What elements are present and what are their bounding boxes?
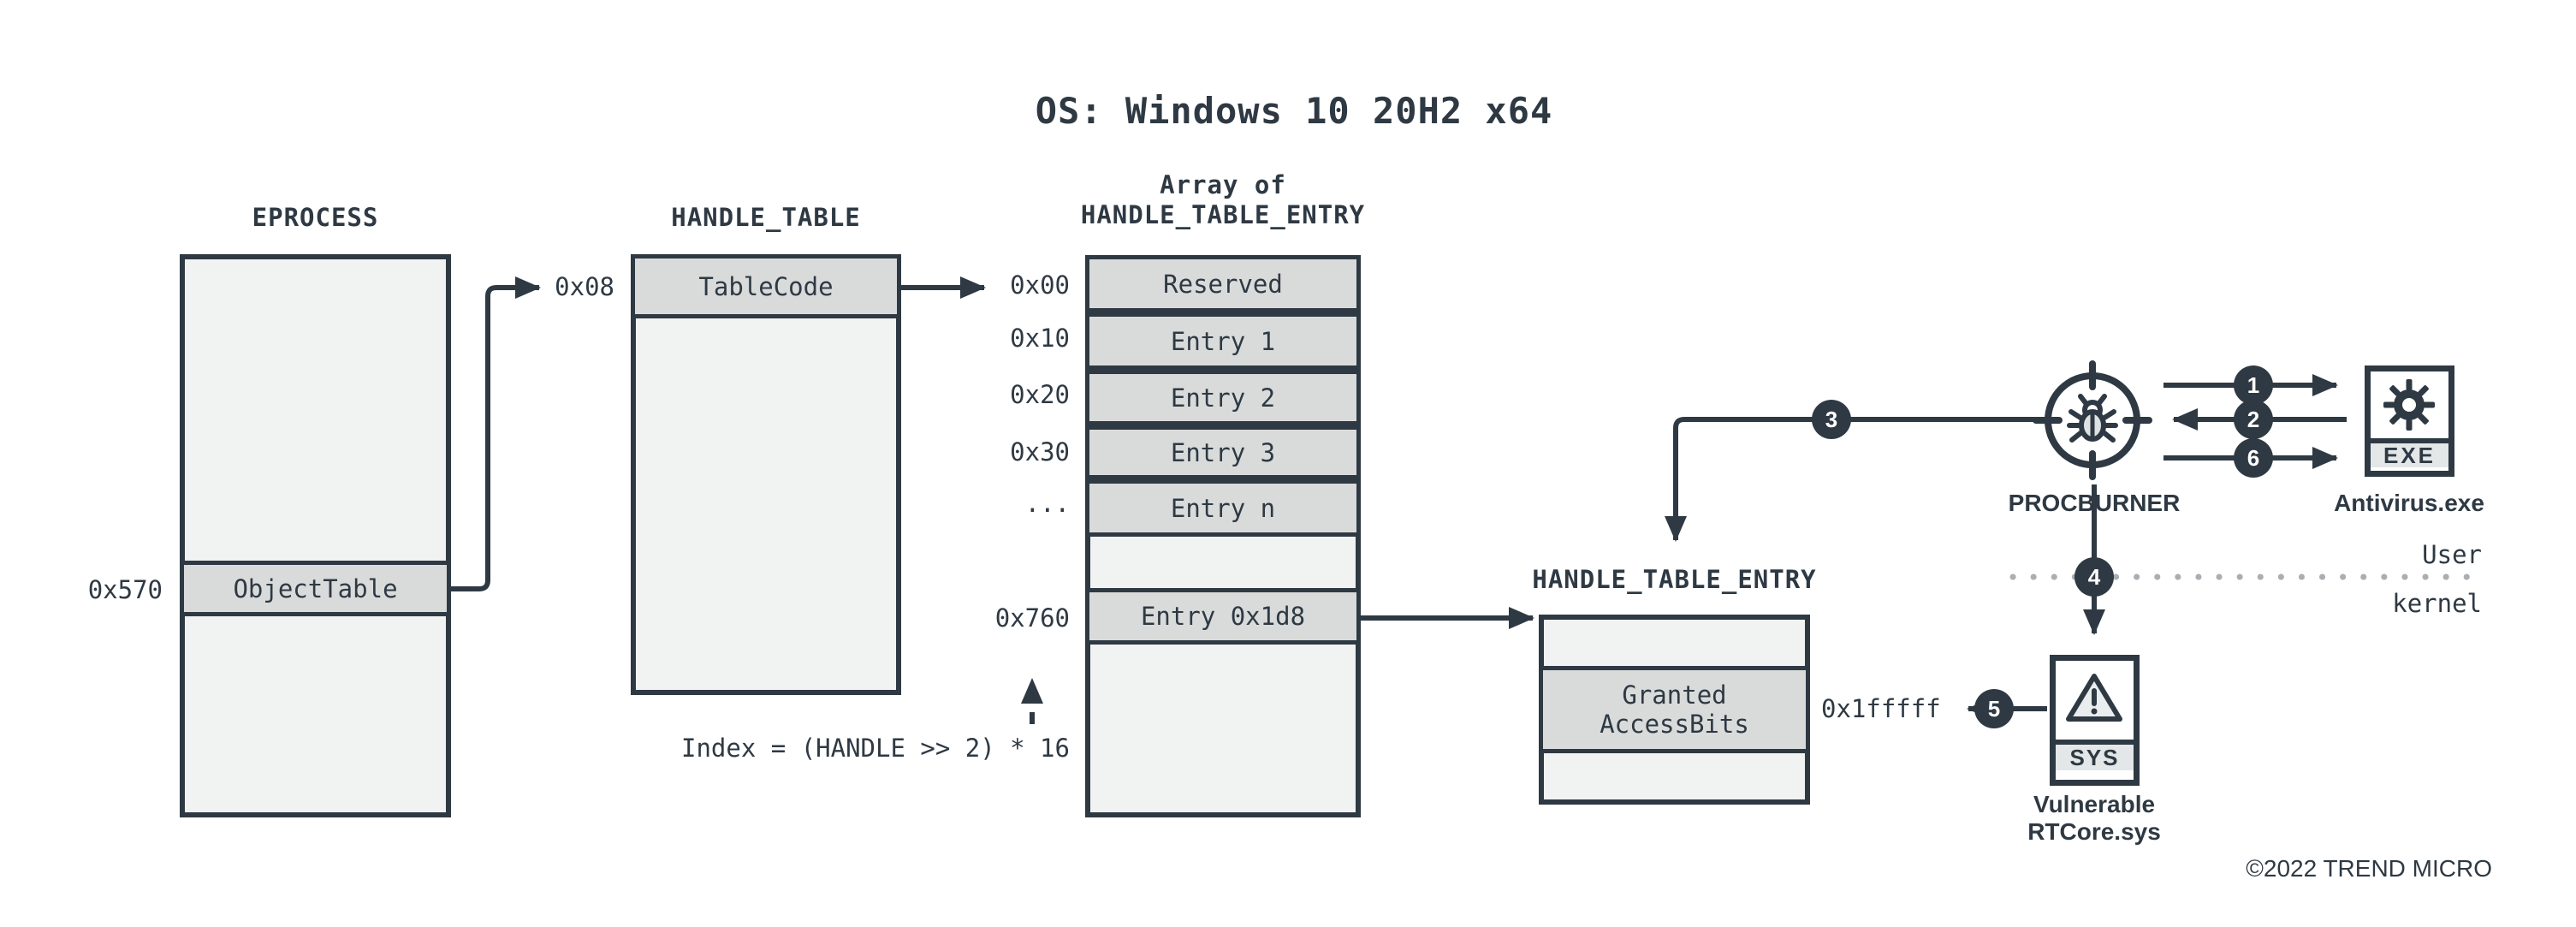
offset-ellipsis: ... bbox=[1024, 489, 1070, 518]
entry-array-title: Array of HANDLE_TABLE_ENTRY bbox=[1081, 170, 1364, 230]
offset-0x760: 0x760 bbox=[994, 603, 1070, 633]
objecttable-to-handletable-arrow bbox=[451, 276, 541, 591]
step-badge-6: 6 bbox=[2234, 438, 2273, 478]
page-title: OS: Windows 10 20H2 x64 bbox=[1035, 89, 1553, 132]
offset-0x30: 0x30 bbox=[1010, 437, 1070, 466]
sys-file-band: SYS bbox=[2056, 745, 2134, 770]
index-formula: Index = (HANDLE >> 2) * 16 bbox=[681, 734, 1070, 763]
rtcore-label: Vulnerable RTCore.sys bbox=[2027, 791, 2161, 845]
eprocess-title: EPROCESS bbox=[252, 202, 379, 232]
exe-file-divider bbox=[2371, 438, 2448, 443]
granted-accessbits-cell: Granted AccessBits bbox=[1539, 666, 1810, 753]
procburner-label: PROCBURNER bbox=[2008, 490, 2181, 516]
entry-array-row-entryn: Entry n bbox=[1085, 479, 1361, 537]
handle-table-entry-title: HANDLE_TABLE_ENTRY bbox=[1532, 564, 1817, 594]
eprocess-box bbox=[180, 254, 451, 817]
step-badge-2: 2 bbox=[2234, 400, 2273, 439]
handle-table-tablecode-cell: TableCode bbox=[631, 254, 901, 318]
entry-array-title-line1: Array of bbox=[1160, 170, 1286, 199]
eprocess-objecttable-cell: ObjectTable bbox=[180, 561, 451, 616]
bug-crosshair-icon bbox=[2033, 360, 2152, 480]
user-label: User bbox=[2422, 540, 2482, 569]
exe-file-band: EXE bbox=[2371, 443, 2448, 468]
step3-arrow bbox=[1665, 417, 2035, 542]
handle-table-box bbox=[631, 254, 901, 695]
handle-table-offset-label: 0x08 bbox=[555, 272, 614, 301]
copyright-label: ©2022 TREND MICRO bbox=[2246, 855, 2492, 882]
handle-table-title: HANDLE_TABLE bbox=[671, 202, 861, 232]
step-badge-5: 5 bbox=[1974, 689, 2014, 728]
entry-array-title-line2: HANDLE_TABLE_ENTRY bbox=[1080, 200, 1366, 229]
antivirus-label: Antivirus.exe bbox=[2334, 490, 2484, 516]
warning-icon bbox=[2066, 674, 2122, 722]
offset-0x20: 0x20 bbox=[1010, 380, 1070, 409]
kernel-label: kernel bbox=[2392, 589, 2482, 618]
step-badge-3: 3 bbox=[1812, 400, 1851, 439]
entry-array-row-entry2: Entry 2 bbox=[1085, 370, 1361, 425]
offset-0x00: 0x00 bbox=[1010, 270, 1070, 300]
entry-array-row-entry3: Entry 3 bbox=[1085, 425, 1361, 479]
entry-array-row-entry1: Entry 1 bbox=[1085, 312, 1361, 370]
offset-0x10: 0x10 bbox=[1010, 324, 1070, 353]
gear-icon bbox=[2383, 379, 2435, 431]
sys-file-divider bbox=[2056, 740, 2134, 745]
granted-accessbits-line2: AccessBits bbox=[1600, 710, 1749, 739]
entry-array-row-entry0x1d8: Entry 0x1d8 bbox=[1085, 588, 1361, 645]
granted-accessbits-line1: Granted bbox=[1622, 680, 1727, 710]
eprocess-offset-label: 0x570 bbox=[87, 575, 163, 604]
step-badge-4: 4 bbox=[2074, 557, 2114, 597]
access-value-label: 0x1fffff bbox=[1821, 694, 1941, 723]
entry-array-row-reserved: Reserved bbox=[1085, 255, 1361, 312]
